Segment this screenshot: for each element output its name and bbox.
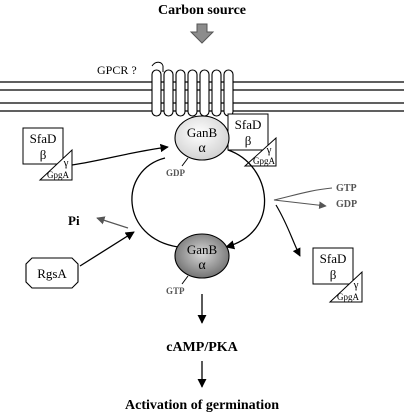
camp-pka-label: cAMP/PKA (166, 340, 238, 355)
gpcr-label: GPCR ? (97, 63, 137, 77)
sfad-box-left (22, 127, 64, 165)
beta-label-left: β (40, 147, 47, 162)
gpga-label-left: GpgA (47, 170, 69, 180)
gdp-out-label: GDP (336, 199, 357, 210)
alpha-label-bottom: α (198, 258, 206, 273)
sfad-label-right: SfaD (320, 251, 347, 266)
ganb-gtp-ellipse (174, 233, 230, 279)
activation-label: Activation of germination (125, 398, 279, 413)
gpga-label-top: GpgA (253, 156, 275, 166)
sfad-box-right (312, 247, 354, 285)
gdp-label-top: GDP (166, 168, 186, 178)
ganb-gdp-ellipse (174, 115, 230, 161)
gtp-label-bottom: GTP (166, 286, 185, 296)
gamma-label-left: γ (63, 157, 69, 169)
beta-label-right: β (330, 267, 337, 282)
carbon-source-arrow (189, 23, 215, 44)
cycle-arc-left (131, 157, 179, 248)
reassociation-arrow (71, 143, 169, 166)
rgsa-activation-arrow (79, 231, 135, 267)
pi-release-arrow (96, 216, 129, 229)
rgsa-octagon (25, 257, 79, 289)
sfad-label-left: SfaD (30, 131, 57, 146)
gtp-exchange-arrow (273, 187, 333, 210)
gamma-label-right: γ (353, 279, 359, 291)
alpha-label-top: α (198, 141, 206, 156)
gpga-wedge-top (243, 136, 277, 167)
sfad-gpga-left: SfaD β γ GpgA (22, 127, 73, 181)
beta-label-top: β (245, 133, 252, 148)
cycle-arc-right (225, 149, 266, 250)
pi-label: Pi (68, 213, 80, 228)
carbon-source-label: Carbon source (158, 3, 246, 18)
gamma-label-top: γ (266, 144, 272, 156)
ganb-gdp-complex: SfaD β γ GpgA GanB α GDP (166, 113, 277, 178)
sfad-gpga-right: SfaD β γ GpgA (312, 247, 363, 303)
gpcr-receptor (151, 61, 245, 127)
gpga-wedge-right (328, 270, 363, 303)
gpga-label-right: GpgA (337, 292, 359, 302)
dissociation-arrow (275, 204, 301, 257)
sfad-label-top: SfaD (235, 117, 262, 132)
gtp-in-label: GTP (336, 183, 357, 194)
rgsa-label: RgsA (37, 266, 67, 281)
ganb-gtp: GanB α GTP (166, 233, 230, 296)
ganb-label-bottom: GanB (187, 242, 218, 257)
ganb-label-top: GanB (187, 125, 218, 140)
